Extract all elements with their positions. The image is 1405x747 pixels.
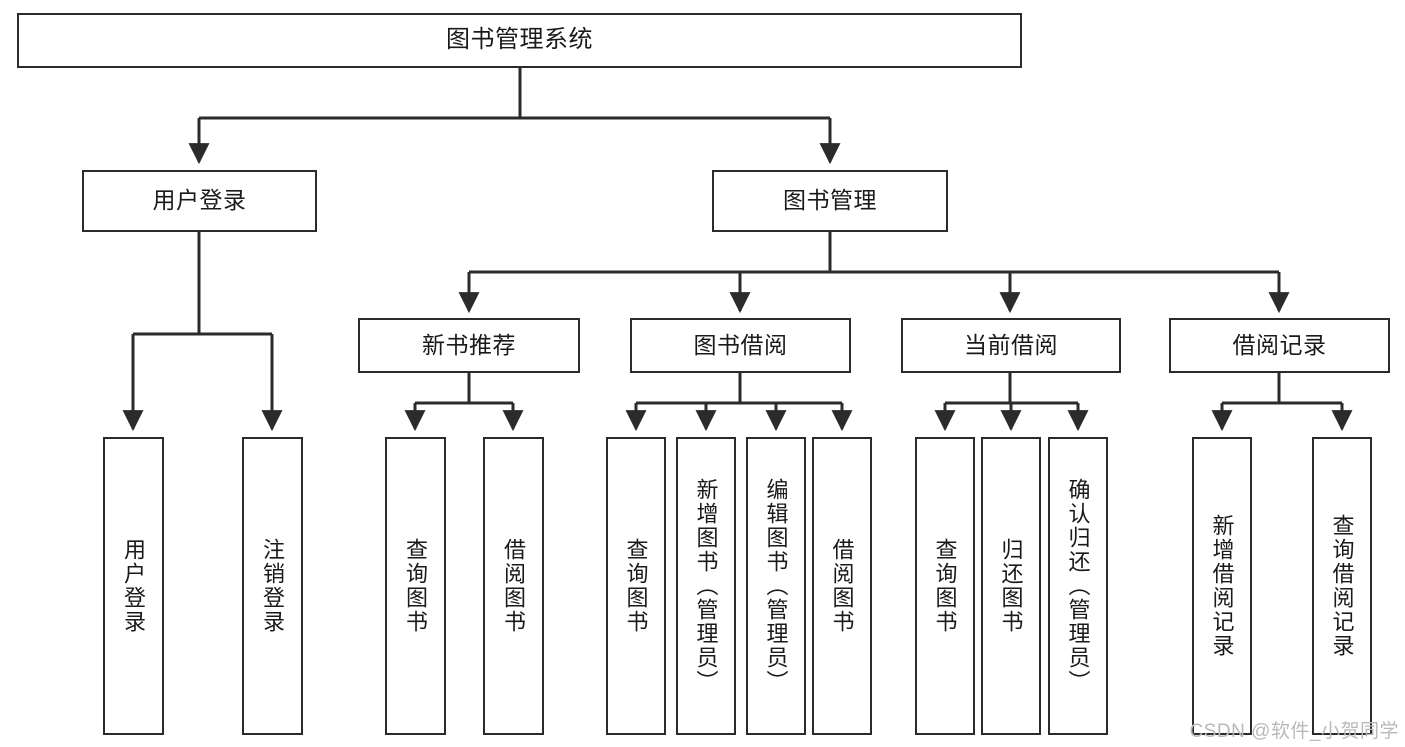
node-current-borrow[interactable]: 当前借阅 [901,318,1121,373]
node-label: 注销登录 [260,538,286,634]
node-label: 编辑图书（管理员） [763,478,789,694]
watermark: CSDN @软件_小贺同学 [1189,721,1399,742]
leaf-add-book-admin[interactable]: 新增图书（管理员） [676,437,736,735]
node-label: 查询图书 [403,538,429,634]
node-label: 图书管理系统 [446,26,593,54]
leaf-return-book[interactable]: 归还图书 [981,437,1041,735]
leaf-borrow-book[interactable]: 借阅图书 [812,437,872,735]
node-new-book-recommend[interactable]: 新书推荐 [358,318,580,373]
leaf-confirm-return-admin[interactable]: 确认归还（管理员） [1048,437,1108,735]
leaf-add-borrow-record[interactable]: 新增借阅记录 [1192,437,1252,735]
node-label: 借阅记录 [1232,331,1327,358]
node-root-book-management-system[interactable]: 图书管理系统 [17,13,1022,68]
leaf-query-book-recommend[interactable]: 查询图书 [385,437,446,735]
leaf-query-book-current[interactable]: 查询图书 [915,437,975,735]
node-book-borrow[interactable]: 图书借阅 [630,318,851,373]
node-label: 新增图书（管理员） [693,478,719,694]
node-user-login[interactable]: 用户登录 [82,170,317,232]
node-label: 查询借阅记录 [1329,514,1355,658]
node-label: 借阅图书 [501,538,527,634]
leaf-query-book[interactable]: 查询图书 [606,437,666,735]
node-label: 借阅图书 [829,538,855,634]
node-label: 新增借阅记录 [1209,514,1235,658]
node-label: 用户登录 [121,538,147,634]
leaf-user-login[interactable]: 用户登录 [103,437,164,735]
node-label: 归还图书 [998,538,1024,634]
node-label: 新书推荐 [422,331,516,358]
node-label: 查询图书 [623,538,649,634]
leaf-borrow-book-recommend[interactable]: 借阅图书 [483,437,544,735]
node-label: 查询图书 [932,538,958,634]
node-label: 图书借阅 [693,331,788,358]
node-label: 图书管理 [783,187,877,214]
leaf-user-logout[interactable]: 注销登录 [242,437,303,735]
node-label: 用户登录 [152,187,247,214]
leaf-query-borrow-record[interactable]: 查询借阅记录 [1312,437,1372,735]
node-borrow-record[interactable]: 借阅记录 [1169,318,1390,373]
leaf-edit-book-admin[interactable]: 编辑图书（管理员） [746,437,806,735]
node-label: 当前借阅 [964,331,1058,358]
node-book-management[interactable]: 图书管理 [712,170,948,232]
node-label: 确认归还（管理员） [1065,478,1091,694]
